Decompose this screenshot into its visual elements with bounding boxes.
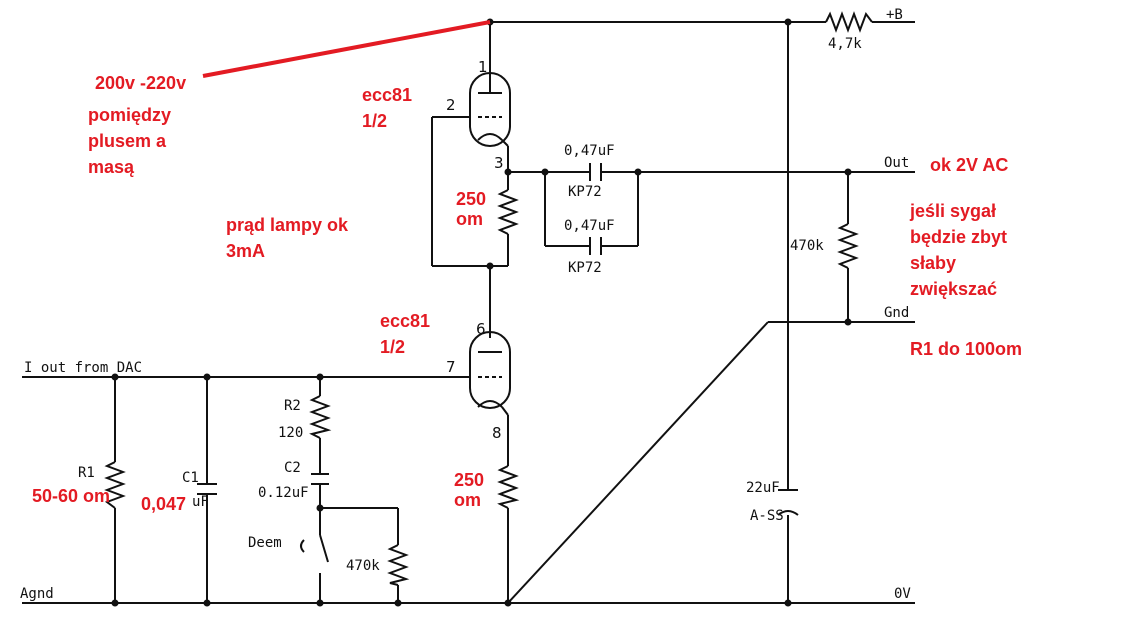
wires bbox=[22, 21, 915, 604]
tube-top-note: ecc81 1/2 bbox=[362, 82, 412, 134]
coupling-cap-bottom-value: 0,47uF bbox=[564, 218, 615, 234]
coupling-cap-top-type: KP72 bbox=[568, 184, 602, 200]
current-line: prąd lampy ok bbox=[226, 215, 349, 235]
deem-label: Deem bbox=[248, 535, 282, 551]
psu-cap-type: A-SS bbox=[750, 508, 784, 524]
weak-signal-note: jeśli sygał będzie zbyt słaby zwiększać bbox=[910, 198, 1007, 302]
supply-voltage-note: 200v -220v bbox=[95, 73, 187, 93]
r1-label: R1 bbox=[78, 465, 95, 481]
tube-top bbox=[469, 72, 511, 147]
psu-cap-value: 22uF bbox=[746, 480, 780, 496]
supply-annotation-line bbox=[202, 20, 491, 78]
tube-bottom-pin-8: 8 bbox=[492, 424, 502, 442]
gnd-label: Gnd bbox=[884, 305, 909, 321]
r-bottom-note: 250 om bbox=[454, 470, 484, 510]
tube-type: ecc81 bbox=[380, 311, 431, 331]
r-bottom-value: 250 bbox=[454, 470, 485, 490]
tube-bottom-cathode-resistor bbox=[497, 465, 520, 509]
tube-top-pin-3: 3 bbox=[494, 154, 504, 172]
tube-type: ecc81 bbox=[362, 85, 413, 105]
junction-dots bbox=[111, 18, 852, 607]
r1-value-note: 50-60 om bbox=[32, 486, 111, 506]
tube-top-pin-2: 2 bbox=[446, 96, 456, 114]
r-top-unit: om bbox=[456, 209, 483, 229]
deem-switch bbox=[300, 534, 329, 563]
r2-value: 120 bbox=[278, 425, 303, 441]
r-bottom-unit: om bbox=[454, 490, 481, 510]
current-line: 3mA bbox=[226, 241, 266, 261]
r-top-note: 250 om bbox=[456, 189, 486, 229]
c1-fragment: uF bbox=[192, 494, 209, 510]
tube-bottom bbox=[469, 331, 511, 416]
r1-hint-note: R1 do 100om bbox=[910, 339, 1023, 359]
coupling-cap-top-value: 0,47uF bbox=[564, 143, 615, 159]
tube-top-cathode-resistor bbox=[497, 189, 519, 235]
output-label: Out bbox=[884, 155, 909, 171]
tube-bottom-pin-7: 7 bbox=[446, 358, 456, 376]
capacitors bbox=[197, 163, 799, 516]
weak-signal-line: słaby bbox=[910, 253, 957, 273]
tube-top-pin-1: 1 bbox=[478, 58, 488, 76]
weak-signal-line: będzie zbyt bbox=[910, 227, 1008, 247]
resistors bbox=[104, 11, 873, 586]
weak-signal-line: jeśli sygał bbox=[910, 201, 997, 221]
input-label: I out from DAC bbox=[24, 360, 142, 376]
tube-bottom-pin-6: 6 bbox=[476, 320, 486, 338]
deem-resistor bbox=[387, 544, 410, 586]
c1-label: C1 bbox=[182, 470, 199, 486]
r2-label: R2 bbox=[284, 398, 301, 414]
c1-value-note: 0,047 bbox=[141, 494, 187, 514]
tube-bottom-note: ecc81 1/2 bbox=[380, 308, 430, 360]
supply-desc-line: plusem a bbox=[88, 131, 167, 151]
output-level-note: ok 2V AC bbox=[930, 155, 1009, 175]
r2-resistor bbox=[309, 395, 332, 439]
supply-desc-line: pomiędzy bbox=[88, 105, 172, 125]
output-resistor bbox=[837, 223, 859, 269]
supply-resistor-label: 4,7k bbox=[828, 36, 862, 52]
c2-value: 0.12uF bbox=[258, 485, 309, 501]
r-top-value: 250 bbox=[456, 189, 487, 209]
coupling-cap-bottom-type: KP72 bbox=[568, 260, 602, 276]
r1-resistor bbox=[104, 461, 126, 509]
agnd-label: Agnd bbox=[20, 586, 54, 602]
current-note: prąd lampy ok 3mA bbox=[226, 212, 348, 264]
c2-label: C2 bbox=[284, 460, 301, 476]
tube-half: 1/2 bbox=[362, 111, 388, 131]
supply-desc-line: masą bbox=[88, 157, 135, 177]
zero-v-label: 0V bbox=[894, 586, 911, 602]
supply-label: +B bbox=[886, 7, 903, 23]
tube-half: 1/2 bbox=[380, 337, 406, 357]
supply-desc-note: pomiędzy plusem a masą bbox=[88, 102, 171, 180]
deem-resistor-label: 470k bbox=[346, 558, 380, 574]
output-resistor-label: 470k bbox=[790, 238, 824, 254]
weak-signal-line: zwiększać bbox=[910, 279, 998, 299]
supply-resistor bbox=[825, 11, 873, 33]
